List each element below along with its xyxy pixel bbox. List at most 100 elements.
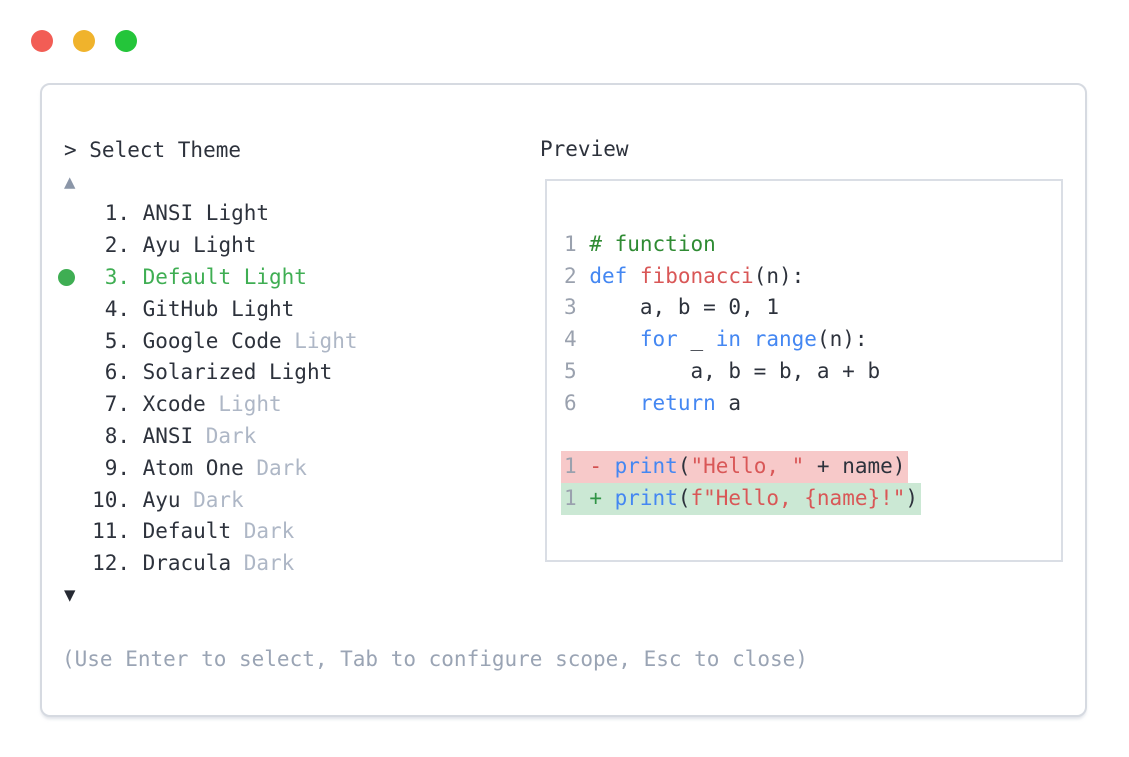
code-line: 5 a, b = b, a + b [564, 356, 1061, 388]
code-tokens: a, b = b, a + b [577, 359, 880, 383]
selected-indicator-icon [58, 268, 75, 286]
selected-indicator-slot [64, 428, 92, 445]
theme-number: 7. [104, 392, 130, 417]
theme-variant: Light [294, 328, 358, 353]
theme-list-item[interactable]: 8. ANSI Dark [64, 420, 534, 452]
selected-indicator-slot [64, 237, 92, 254]
code-token: print [614, 486, 678, 511]
code-token [589, 327, 640, 351]
line-number: 3 [564, 295, 577, 320]
code-tokens: a, b = 0, 1 [577, 295, 779, 319]
code-token: a, b = 0, 1 [589, 295, 779, 320]
line-number: 1 [564, 486, 577, 511]
theme-selector-window: > Select Theme ▲ 1.ANSI Light 2.Ayu Ligh… [40, 83, 1087, 717]
scroll-up-icon[interactable]: ▲ [64, 170, 76, 193]
code-line: 2 def fibonacci(n): [564, 261, 1061, 293]
selected-indicator-slot [64, 332, 92, 349]
code-tokens: return a [577, 391, 741, 415]
selected-indicator-slot [64, 523, 92, 540]
selected-indicator-slot [64, 459, 92, 476]
code-token [741, 327, 754, 351]
code-line-content: 1 + print(f"Hello, {name}!") [561, 483, 922, 515]
code-token: (n): [753, 263, 805, 288]
theme-list-item[interactable]: 3.Default Light [58, 261, 534, 293]
select-theme-prompt: > Select Theme [64, 137, 242, 162]
selected-indicator-slot [58, 268, 92, 286]
code-tokens: for _ in range(n): [577, 327, 868, 351]
line-number: 5 [564, 358, 577, 383]
theme-number: 1. [104, 201, 130, 226]
code-line [564, 420, 1061, 452]
theme-name: Xcode [142, 392, 206, 417]
close-window-button[interactable] [31, 30, 53, 52]
theme-number: 5. [104, 328, 130, 353]
theme-name: Default [142, 519, 232, 544]
theme-variant: Dark [205, 424, 257, 449]
code-tokens: # function [577, 232, 715, 256]
selected-indicator-slot [64, 491, 92, 508]
theme-list-item[interactable]: 4.GitHub Light [64, 293, 534, 325]
theme-number: 9. [104, 455, 130, 480]
selected-indicator-slot [64, 364, 92, 381]
selected-indicator-slot [64, 205, 92, 222]
theme-variant: Dark [243, 551, 295, 576]
theme-name: Dracula [142, 551, 232, 576]
code-token: "Hello, " [690, 454, 805, 479]
code-token: range [753, 327, 817, 352]
theme-list-item[interactable]: 10. Ayu Dark [64, 484, 534, 516]
code-tokens: + print(f"Hello, {name}!") [577, 486, 918, 510]
code-token: f"Hello, {name}!" [690, 486, 906, 511]
line-number: 6 [564, 390, 577, 415]
theme-number: 10. [92, 487, 130, 512]
theme-variant: Dark [193, 487, 244, 512]
code-token: def [589, 263, 628, 288]
theme-number: 6. [104, 360, 130, 385]
theme-name: GitHub Light [142, 296, 295, 321]
code-token: ) [905, 486, 919, 511]
zoom-window-button[interactable] [115, 30, 137, 52]
theme-number: 3. [104, 265, 130, 290]
theme-list-pane: > Select Theme ▲ 1.ANSI Light 2.Ayu Ligh… [58, 134, 534, 611]
code-token: for [639, 327, 678, 352]
code-line: 1 # function [564, 229, 1061, 261]
theme-list-item[interactable]: 6.Solarized Light [64, 357, 534, 389]
code-token: return [639, 390, 716, 415]
preview-label: Preview [540, 137, 629, 161]
scroll-down-icon[interactable]: ▼ [64, 584, 76, 607]
code-line: 1 + print(f"Hello, {name}!") [561, 483, 1061, 515]
line-number: 1 [564, 454, 577, 479]
code-token: (n): [816, 327, 868, 352]
code-line: 1 - print("Hello, " + name) [561, 451, 1061, 484]
code-line-content: 2 def fibonacci(n): [561, 261, 807, 293]
keyboard-hint: (Use Enter to select, Tab to configure s… [62, 647, 808, 671]
code-tokens: - print("Hello, " + name) [577, 454, 906, 479]
code-token: ( [677, 486, 691, 511]
line-number: 2 [564, 263, 577, 288]
theme-name: Ayu [142, 487, 181, 512]
code-token: a [715, 390, 742, 415]
theme-variant: Dark [243, 519, 295, 544]
theme-list-item[interactable]: 2.Ayu Light [64, 229, 534, 261]
theme-number: 8. [104, 424, 130, 449]
theme-name: Ayu Light [142, 233, 257, 258]
code-token: + name) [804, 454, 906, 479]
code-token: a, b = b, a + b [589, 358, 881, 383]
code-tokens: def fibonacci(n): [577, 263, 805, 288]
code-token: - [589, 454, 615, 479]
code-line-content: 3 a, b = 0, 1 [561, 292, 782, 324]
code-line-content: 5 a, b = b, a + b [561, 356, 883, 388]
minimize-window-button[interactable] [73, 30, 95, 52]
theme-name: ANSI [142, 424, 194, 449]
window-controls [31, 30, 137, 52]
theme-list: 1.ANSI Light 2.Ayu Light 3.Default Light… [58, 198, 534, 580]
code-line: 4 for _ in range(n): [564, 324, 1061, 356]
theme-list-item[interactable]: 1.ANSI Light [64, 198, 534, 230]
